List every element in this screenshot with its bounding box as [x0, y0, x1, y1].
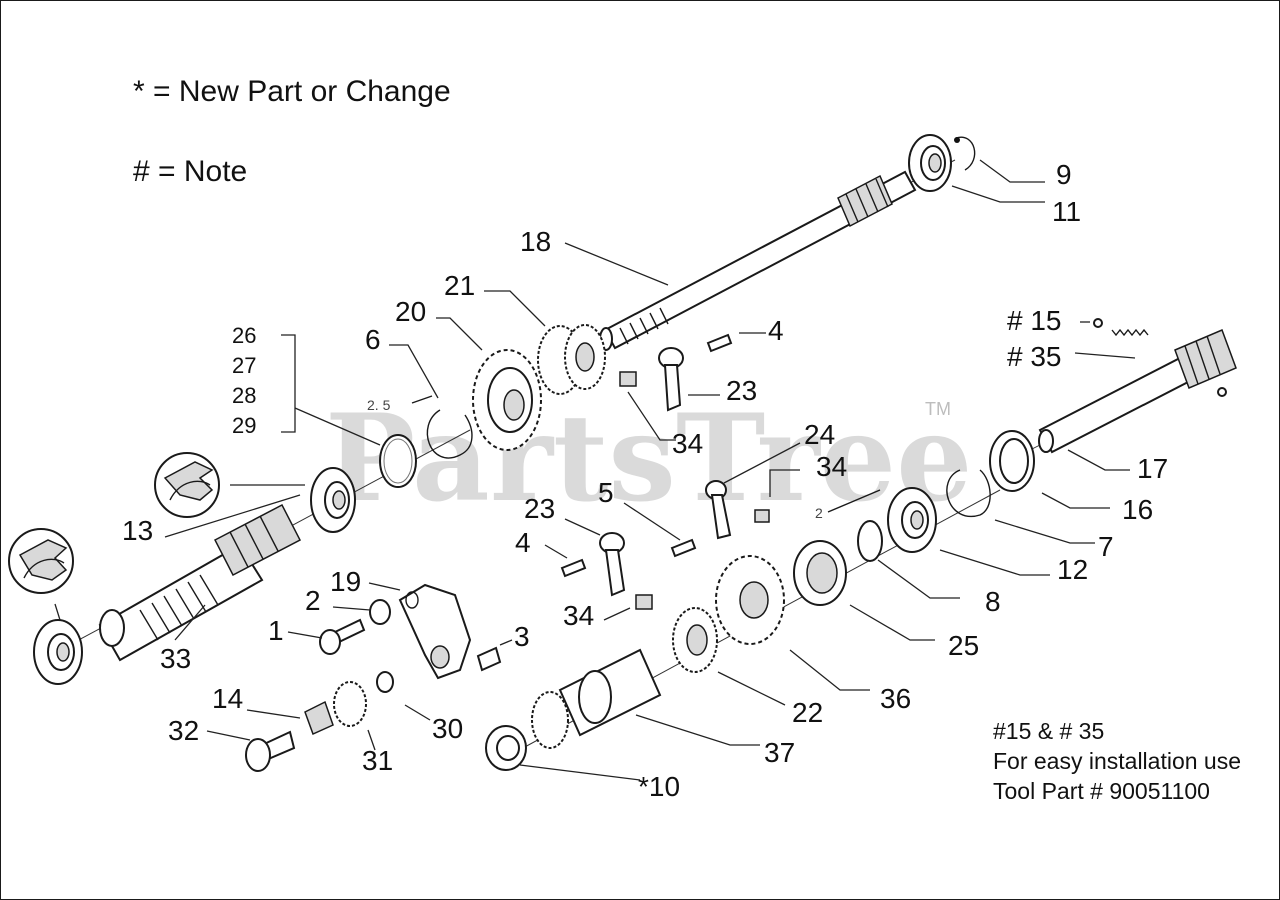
callout-14: 14: [212, 683, 243, 714]
part-26-29-shim: [379, 434, 417, 488]
part-18-main-shaft: [599, 170, 917, 351]
part-31-gear: [333, 681, 367, 727]
part-15-ball: [1093, 318, 1103, 328]
callout-3: 3: [514, 621, 530, 652]
part-16-seal: [989, 430, 1035, 492]
callout-labels: 9 11 18 21 20 6 2. 5 26 27 28 29 13 33 4…: [122, 159, 1168, 802]
part-24-shift-fork: [705, 480, 732, 540]
callout-24: 24: [804, 419, 835, 450]
bearing-detail-upper: [154, 452, 220, 518]
part-13-bearing-upper: [310, 467, 356, 533]
callout-13: 13: [122, 515, 153, 546]
callout-17: 17: [1137, 453, 1168, 484]
note-line-1: #15 & # 35: [993, 718, 1104, 744]
part-13-bearing-lower: [33, 619, 83, 685]
callout-31: 31: [362, 745, 393, 776]
part-34-block-lower: [635, 594, 653, 610]
callout-4-lower: 4: [515, 527, 531, 558]
part-32-pin: [245, 730, 296, 772]
part-6-circlip: [426, 409, 473, 459]
part-4-pin-upper: [706, 333, 733, 353]
callout-10: *10: [638, 771, 680, 802]
callout-32: 32: [168, 715, 199, 746]
part-22-gear: [672, 607, 718, 673]
callout-21: 21: [444, 270, 475, 301]
leader-lines: [54, 159, 1136, 781]
part-30-washer: [376, 671, 394, 693]
callout-2: 2: [305, 585, 321, 616]
watermark: PartsTree: [325, 388, 972, 529]
part-34-block-upper: [619, 371, 637, 387]
callout-11: 11: [1052, 196, 1081, 227]
part-33-worm-shaft: [98, 503, 302, 662]
callout-15: # 15: [1007, 305, 1062, 336]
legend-new-part: * = New Part or Change: [133, 75, 451, 108]
tick-2: [827, 489, 881, 513]
callout-20: 20: [395, 296, 426, 327]
part-9-snap-ring: [954, 136, 976, 171]
callout-23-lower: 23: [524, 493, 555, 524]
part-23-shift-fork-lower: [599, 532, 626, 597]
part-17-shaft: [1038, 329, 1237, 454]
part-25-synchro: [793, 540, 847, 606]
callout-dim-25: 2. 5: [367, 397, 391, 413]
callout-5: 5: [598, 477, 614, 508]
callout-16: 16: [1122, 494, 1153, 525]
callout-18: 18: [520, 226, 551, 257]
part-23-shift-fork-upper: [658, 347, 684, 412]
callout-19: 19: [330, 566, 361, 597]
callout-1: 1: [268, 615, 284, 646]
part-19-bracket: [398, 583, 472, 680]
callout-27: 27: [232, 353, 256, 378]
part-37-shaft-gear: [531, 648, 662, 749]
callout-9: 9: [1056, 159, 1072, 190]
legend-note: # = Note: [133, 155, 247, 188]
callout-4-upper: 4: [768, 315, 784, 346]
part-21-cluster-gear: [537, 324, 606, 395]
callout-22: 22: [792, 697, 823, 728]
callout-29: 29: [232, 413, 256, 438]
part-36-gear: [715, 555, 785, 645]
callout-34-upper: 34: [672, 428, 703, 459]
callout-30: 30: [432, 713, 463, 744]
callout-34-lower: 34: [563, 600, 594, 631]
part-14-needle-bearing: [304, 700, 334, 736]
part-4-pin-lower: [560, 558, 587, 578]
part-11-bearing: [908, 134, 952, 192]
callout-33: 33: [160, 643, 191, 674]
part-1-bolt: [319, 618, 366, 655]
callout-23-upper: 23: [726, 375, 757, 406]
part-3-pin: [476, 646, 502, 672]
watermark-tm: TM: [925, 399, 951, 419]
callout-37: 37: [764, 737, 795, 768]
part-7-circlip: [946, 469, 991, 518]
note-line-2: For easy installation use: [993, 748, 1241, 774]
callout-7: 7: [1098, 531, 1114, 562]
part-8-ring: [857, 520, 883, 562]
installation-note: #15 & # 35 For easy installation use Too…: [993, 718, 1241, 804]
callout-25: 25: [948, 630, 979, 661]
part-34-block-mid: [754, 509, 770, 523]
part-15-ball-lower: [1217, 387, 1227, 397]
callout-6: 6: [365, 324, 381, 355]
note-line-3: Tool Part # 90051100: [993, 778, 1210, 804]
part-10-bearing: [485, 725, 527, 771]
callout-34-mid: 34: [816, 451, 847, 482]
part-2-washer: [369, 599, 391, 625]
tick-25: [411, 395, 433, 404]
callout-35: # 35: [1007, 341, 1062, 372]
part-5-pin: [670, 538, 697, 558]
callout-12: 12: [1057, 554, 1088, 585]
callout-26: 26: [232, 323, 256, 348]
callout-dim-2: 2: [815, 505, 823, 521]
part-35-spring: [1111, 328, 1149, 337]
part-20-gear: [472, 349, 542, 451]
part-12-bearing: [887, 487, 937, 553]
callout-8: 8: [985, 586, 1001, 617]
callout-36: 36: [880, 683, 911, 714]
bearing-detail-lower: [8, 528, 74, 594]
callout-28: 28: [232, 383, 256, 408]
